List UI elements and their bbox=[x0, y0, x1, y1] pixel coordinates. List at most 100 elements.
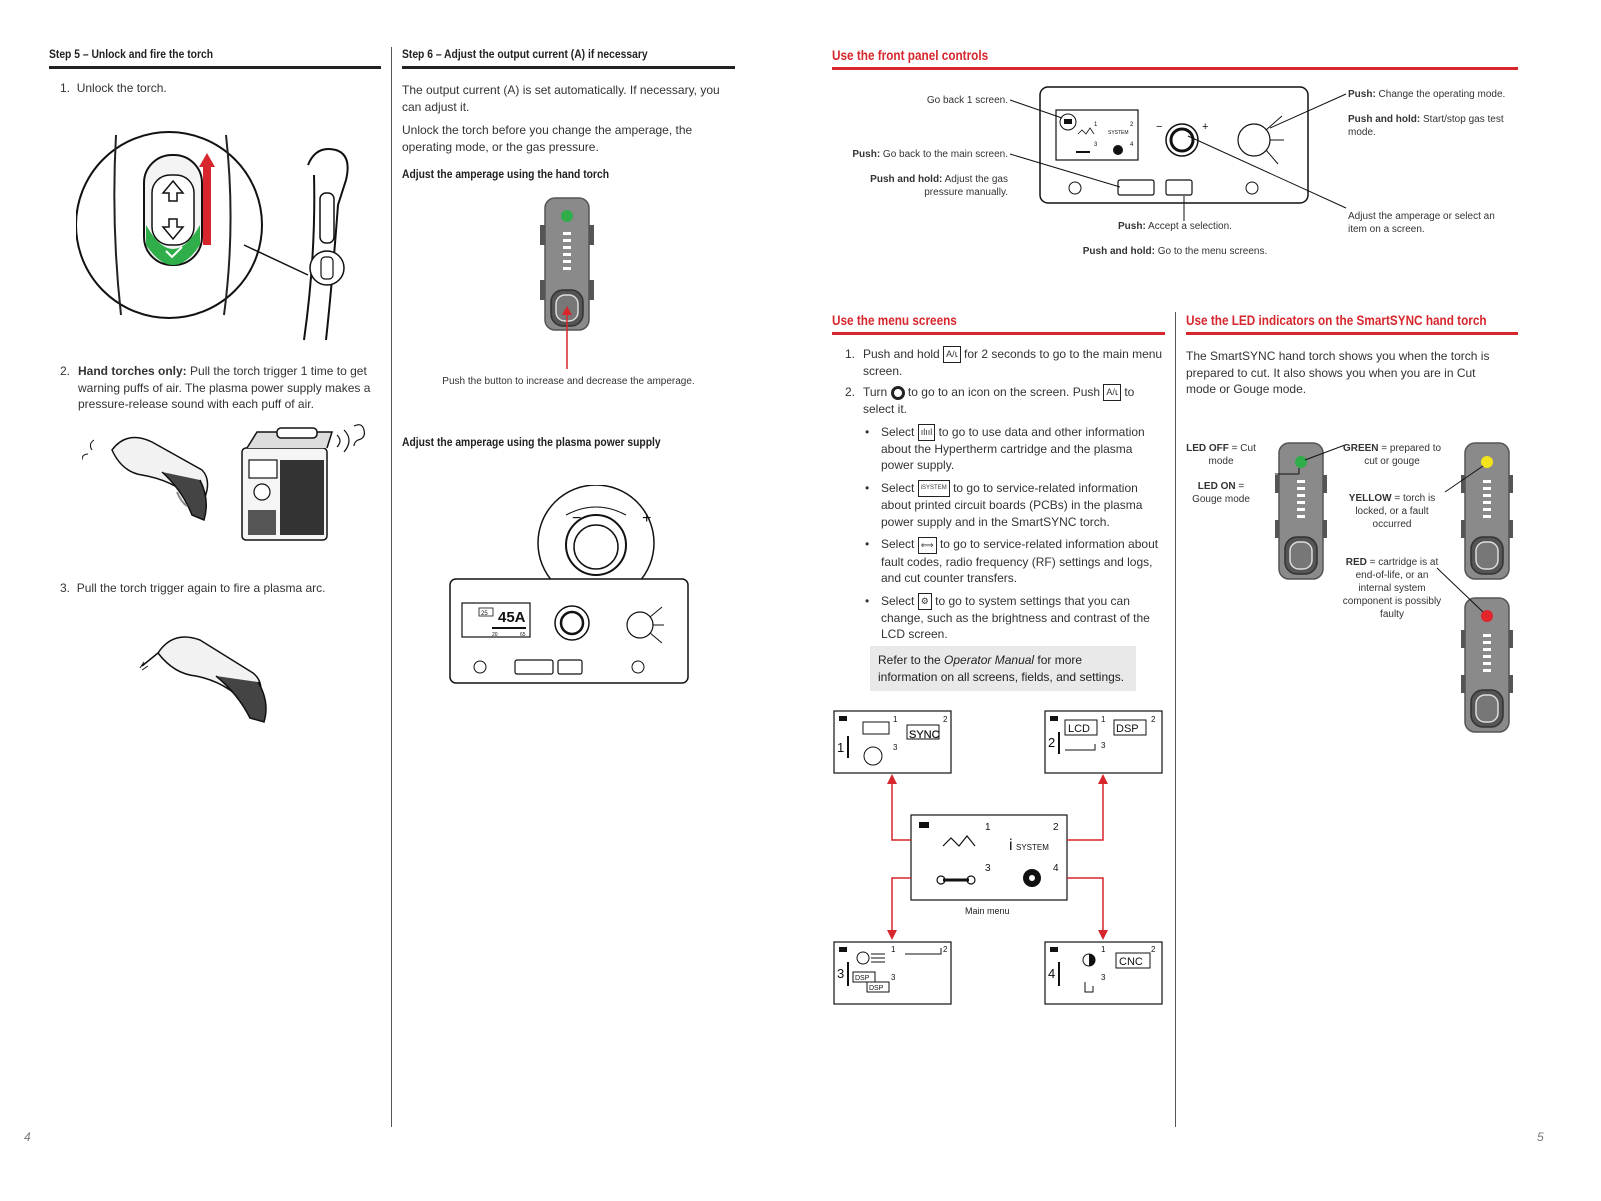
lcd-amperage: 45A bbox=[498, 609, 526, 626]
menu-screens-heading: Use the menu screens bbox=[832, 312, 957, 328]
screen3-number: 3 bbox=[837, 966, 844, 981]
screen1-sync: SYNC bbox=[909, 729, 940, 741]
screen3-n1: 1 bbox=[891, 945, 896, 954]
knob-minus-sign: − bbox=[572, 510, 581, 527]
use-data-icon: ılııl bbox=[917, 423, 936, 441]
main-n1: 1 bbox=[985, 822, 991, 833]
callout-go-back: Go back 1 screen. bbox=[926, 95, 1008, 106]
step5-item-3-text: Pull the torch trigger again to fire a p… bbox=[76, 581, 326, 595]
callout-knob: Adjust the amperage or select an item on… bbox=[1348, 211, 1495, 235]
screen2-lcd: LCD bbox=[1068, 723, 1090, 735]
torch-unlock-illustration bbox=[76, 131, 349, 341]
led-on-label: LED ON = Gouge mode bbox=[1192, 481, 1250, 505]
screen1-n1: 1 bbox=[893, 715, 898, 724]
front-panel-heading: Use the front panel controls bbox=[832, 47, 989, 63]
screen2-dsp: DSP bbox=[1116, 723, 1139, 735]
panel-lcd-n2: 2 bbox=[1130, 122, 1134, 128]
screen2-n2: 2 bbox=[1151, 715, 1156, 724]
step6-rule bbox=[402, 66, 735, 69]
step5-rule bbox=[49, 66, 381, 69]
callout-accept: Push: Accept a selection. bbox=[1118, 221, 1232, 232]
led-modules-diagram bbox=[1275, 442, 1513, 733]
screen2-number: 2 bbox=[1048, 735, 1055, 750]
knob-plus-sign: + bbox=[642, 510, 651, 527]
puff-illustration bbox=[82, 424, 365, 541]
operator-manual-note: Refer to the Operator Manual for more in… bbox=[870, 646, 1136, 691]
step5-item-1: 1. Unlock the torch. bbox=[60, 81, 167, 95]
screen1-number: 1 bbox=[837, 740, 844, 755]
menu-bullet-3: Select ⟺ to go to service-related inform… bbox=[863, 536, 1165, 586]
panel-lcd-isystem: SYSTEM bbox=[1108, 130, 1129, 136]
panel-lcd-n3: 3 bbox=[1094, 142, 1098, 148]
led-heading: Use the LED indicators on the SmartSYNC … bbox=[1186, 312, 1487, 328]
green-label: GREEN = prepared to cut or gouge bbox=[1342, 443, 1442, 467]
screen4-n3: 3 bbox=[1101, 973, 1106, 982]
step5-heading: Step 5 – Unlock and fire the torch bbox=[49, 47, 214, 61]
step5-section: Step 5 – Unlock and fire the torch bbox=[49, 47, 381, 69]
menu-icon-list: Select ılııl to go to use data and other… bbox=[863, 424, 1165, 643]
callout-menu-hold: Push and hold: Go to the menu screens. bbox=[1082, 246, 1268, 257]
callout-mode-push: Push: Change the operating mode. bbox=[1348, 89, 1506, 100]
menu-screens-rule bbox=[832, 332, 1165, 335]
yellow-label: YELLOW = torch is locked, or a fault occ… bbox=[1348, 493, 1436, 530]
front-panel-section: Use the front panel controls bbox=[832, 47, 1518, 70]
callout-push-main: Push: Go back to the main screen. bbox=[852, 149, 1008, 160]
panel-lcd-n1: 1 bbox=[1094, 122, 1098, 128]
step5-item-3: 3. Pull the torch trigger again to fire … bbox=[60, 581, 326, 595]
lcd-min: 20 bbox=[492, 632, 498, 638]
screen1-n3: 3 bbox=[893, 743, 898, 752]
isystem-icon: iSYSTEM bbox=[917, 480, 950, 498]
step5-item-1-text: Unlock the torch. bbox=[76, 81, 167, 95]
main-isystem: SYSTEM bbox=[1016, 843, 1049, 852]
main-n3: 3 bbox=[985, 863, 991, 874]
step5-item-2: 2. Hand torches only: Pull the torch tri… bbox=[60, 364, 371, 411]
main-menu-caption: Main menu bbox=[965, 906, 1010, 916]
menu-step-2: 2. Turn to go to an icon on the screen. … bbox=[845, 384, 1135, 417]
callout-push-hold-gas: Push and hold: Adjust the gas pressure m… bbox=[870, 174, 1008, 198]
front-panel-rule bbox=[832, 67, 1518, 70]
page-gutter-left-edge bbox=[391, 47, 392, 1127]
step6-paragraph-2: Unlock the torch before you change the a… bbox=[402, 123, 693, 154]
screen4-n1: 1 bbox=[1101, 945, 1106, 954]
screen4-cnc: CNC bbox=[1119, 956, 1143, 968]
menu-bullet-1: Select ılııl to go to use data and other… bbox=[863, 424, 1165, 474]
menu-steps: 1. Push and hold A/⍳ for 2 seconds to go… bbox=[845, 346, 1165, 649]
page-number-right: 5 bbox=[1537, 1130, 1544, 1144]
step6-subheading-power-supply: Adjust the amperage using the plasma pow… bbox=[402, 435, 661, 449]
lcd-max: 65 bbox=[520, 632, 526, 638]
step6-section: Step 6 – Adjust the output current (A) i… bbox=[402, 47, 735, 69]
accept-button-icon: A/⍳ bbox=[943, 346, 961, 364]
page-number-left: 4 bbox=[24, 1130, 31, 1144]
led-paragraph: The SmartSYNC hand torch shows you when … bbox=[1186, 349, 1490, 396]
front-panel-diagram: 1 2 3 4 SYSTEM − + bbox=[1009, 86, 1347, 221]
screen3-dsp-a: DSP bbox=[855, 975, 870, 982]
menu-bullet-2: Select iSYSTEM to go to service-related … bbox=[863, 480, 1165, 530]
step6-heading: Step 6 – Adjust the output current (A) i… bbox=[402, 47, 648, 61]
hand-torch-caption: Push the button to increase and decrease… bbox=[442, 376, 695, 387]
power-supply-panel-illustration: − + 25 45A 20 65 bbox=[449, 485, 689, 684]
screen2-n3: 3 bbox=[1101, 741, 1106, 750]
menu-screens-section: Use the menu screens bbox=[832, 312, 1165, 335]
step6-paragraph-1: The output current (A) is set automatica… bbox=[402, 83, 720, 114]
callout-mode-hold: Push and hold: Start/stop gas test mode. bbox=[1348, 114, 1504, 138]
menu-bullet-4: Select ⚙ to go to system settings that y… bbox=[863, 593, 1165, 643]
step6-subheading-hand-torch: Adjust the amperage using the hand torch bbox=[402, 167, 610, 181]
red-label: RED = cartridge is at end-of-life, or an… bbox=[1342, 557, 1442, 620]
screen1-n2: 2 bbox=[943, 715, 948, 724]
screen3-n2: 2 bbox=[943, 945, 948, 954]
main-n4: 4 bbox=[1053, 863, 1059, 874]
led-section: Use the LED indicators on the SmartSYNC … bbox=[1186, 312, 1518, 335]
lcd-badge: 25 bbox=[481, 611, 488, 617]
led-rule bbox=[1186, 332, 1518, 335]
gear-icon: ⚙ bbox=[917, 592, 932, 610]
screen4-number: 4 bbox=[1048, 966, 1055, 981]
main-isystem-i: i bbox=[1009, 837, 1013, 854]
panel-lcd-n4: 4 bbox=[1130, 142, 1134, 148]
panel-plus-sign: + bbox=[1202, 121, 1208, 133]
knob-icon bbox=[890, 385, 905, 400]
column-divider-2 bbox=[1175, 312, 1176, 1127]
fire-torch-illustration bbox=[139, 636, 267, 723]
screen3-dsp-b: DSP bbox=[869, 985, 884, 992]
step5-item-2-bold: Hand torches only: bbox=[78, 364, 187, 378]
screen4-n2: 2 bbox=[1151, 945, 1156, 954]
